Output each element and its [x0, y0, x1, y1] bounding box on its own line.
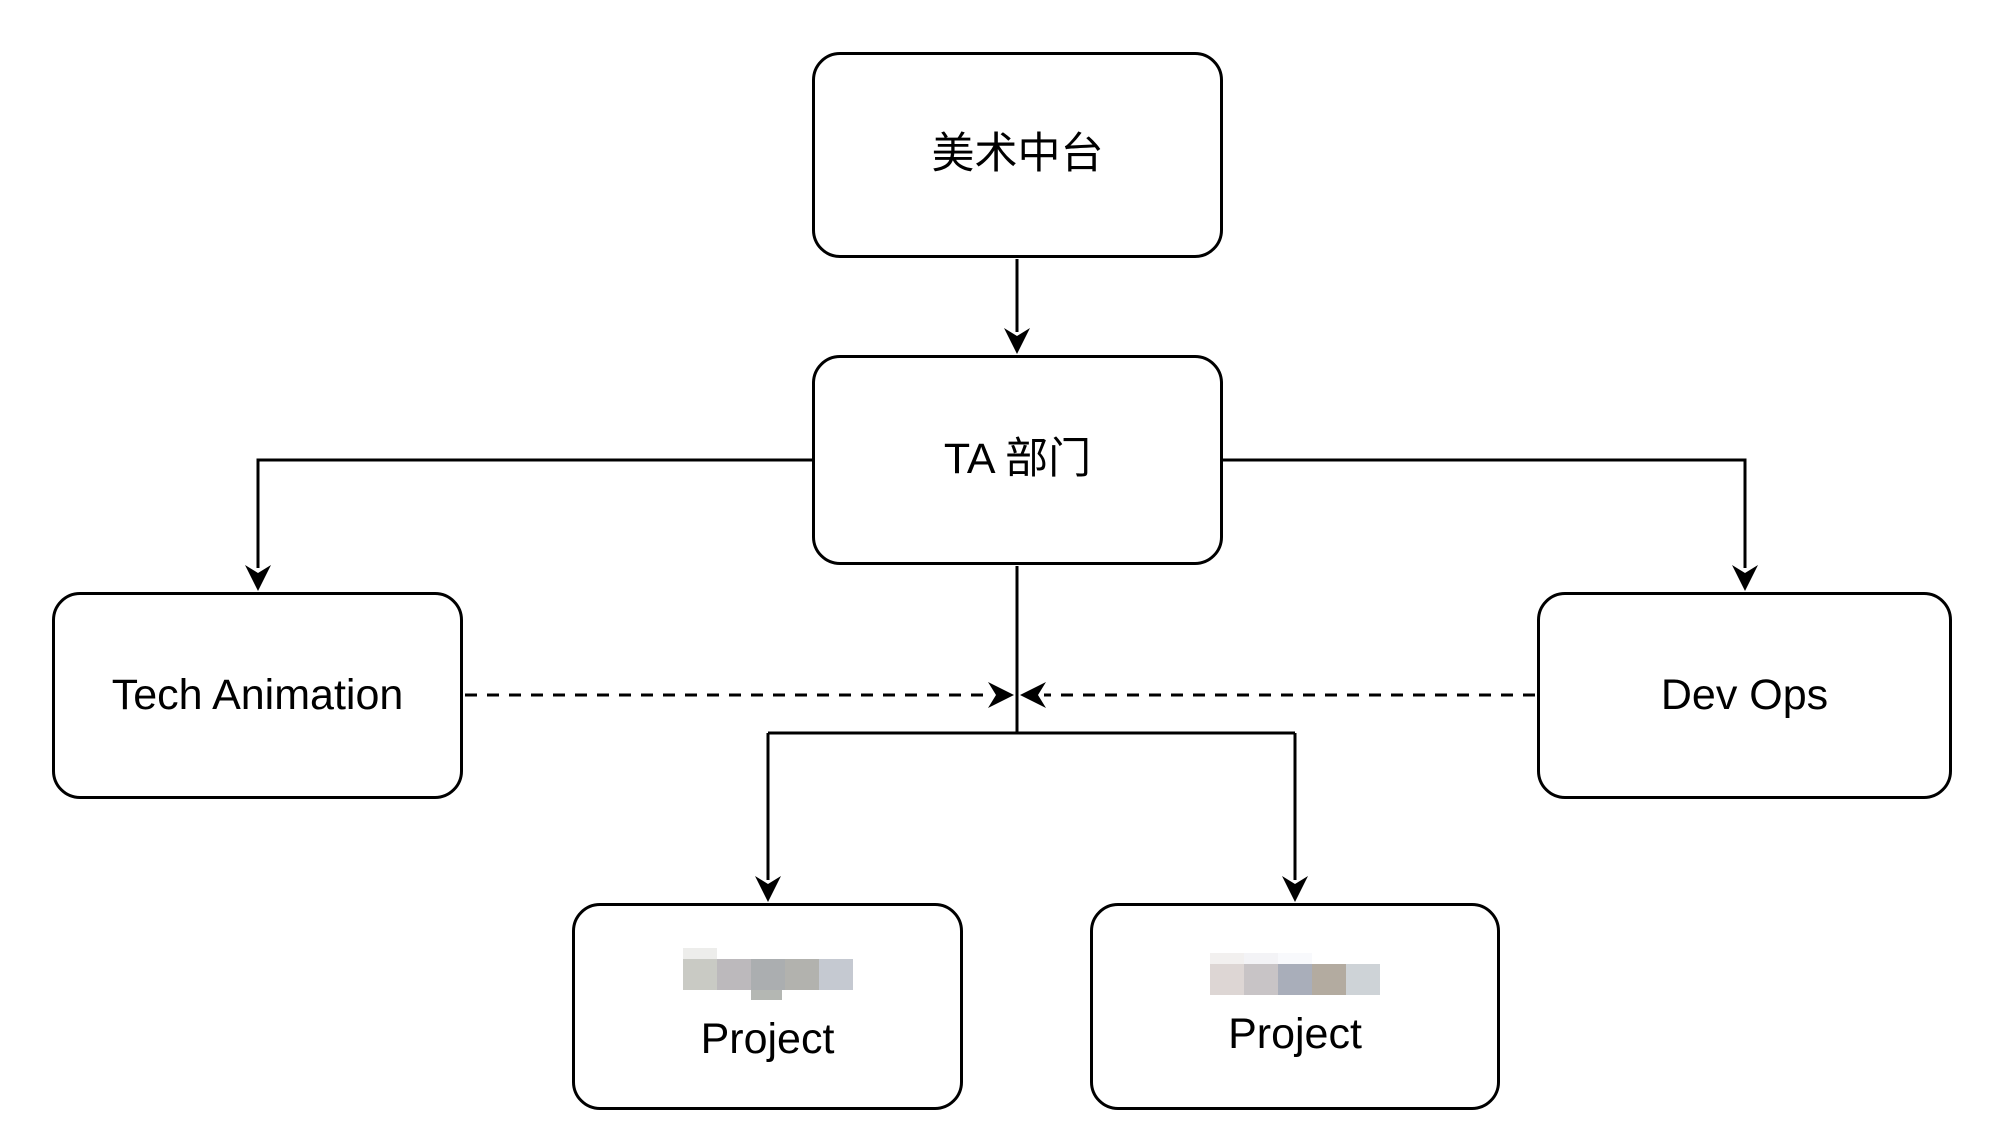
- node-tech-animation-label: Tech Animation: [111, 670, 404, 719]
- node-ta-dept: TA 部门: [812, 355, 1223, 565]
- node-art-center-label: 美术中台: [931, 130, 1104, 179]
- node-project-left: Project: [572, 903, 963, 1110]
- arrowhead-branch-to-project-right: [1282, 876, 1308, 902]
- arrowhead-branch-to-project-left: [755, 876, 781, 902]
- node-project-right-label: Project: [1228, 1009, 1362, 1058]
- node-dev-ops-label: Dev Ops: [1660, 670, 1829, 719]
- node-dev-ops: Dev Ops: [1537, 592, 1952, 799]
- arrowhead-ta-to-tech-animation: [245, 565, 271, 591]
- redacted-text-mosaic: [1210, 952, 1380, 995]
- edge-ta-to-dev-ops: [1223, 458, 1747, 568]
- edge-ta-to-tech-animation: [256, 458, 812, 568]
- node-art-center: 美术中台: [812, 52, 1223, 258]
- node-project-right: Project: [1090, 903, 1500, 1110]
- node-ta-dept-label: TA 部门: [943, 435, 1092, 484]
- redacted-text-mosaic: [682, 947, 853, 1000]
- arrowhead-art-to-ta: [1004, 328, 1030, 354]
- arrowhead-ta-to-dev-ops: [1732, 565, 1758, 591]
- arrowhead-dashed-dev-ops: [1020, 682, 1046, 708]
- node-project-left-label: Project: [700, 1014, 835, 1063]
- arrowhead-dashed-tech-animation: [988, 682, 1014, 708]
- node-tech-animation: Tech Animation: [52, 592, 463, 799]
